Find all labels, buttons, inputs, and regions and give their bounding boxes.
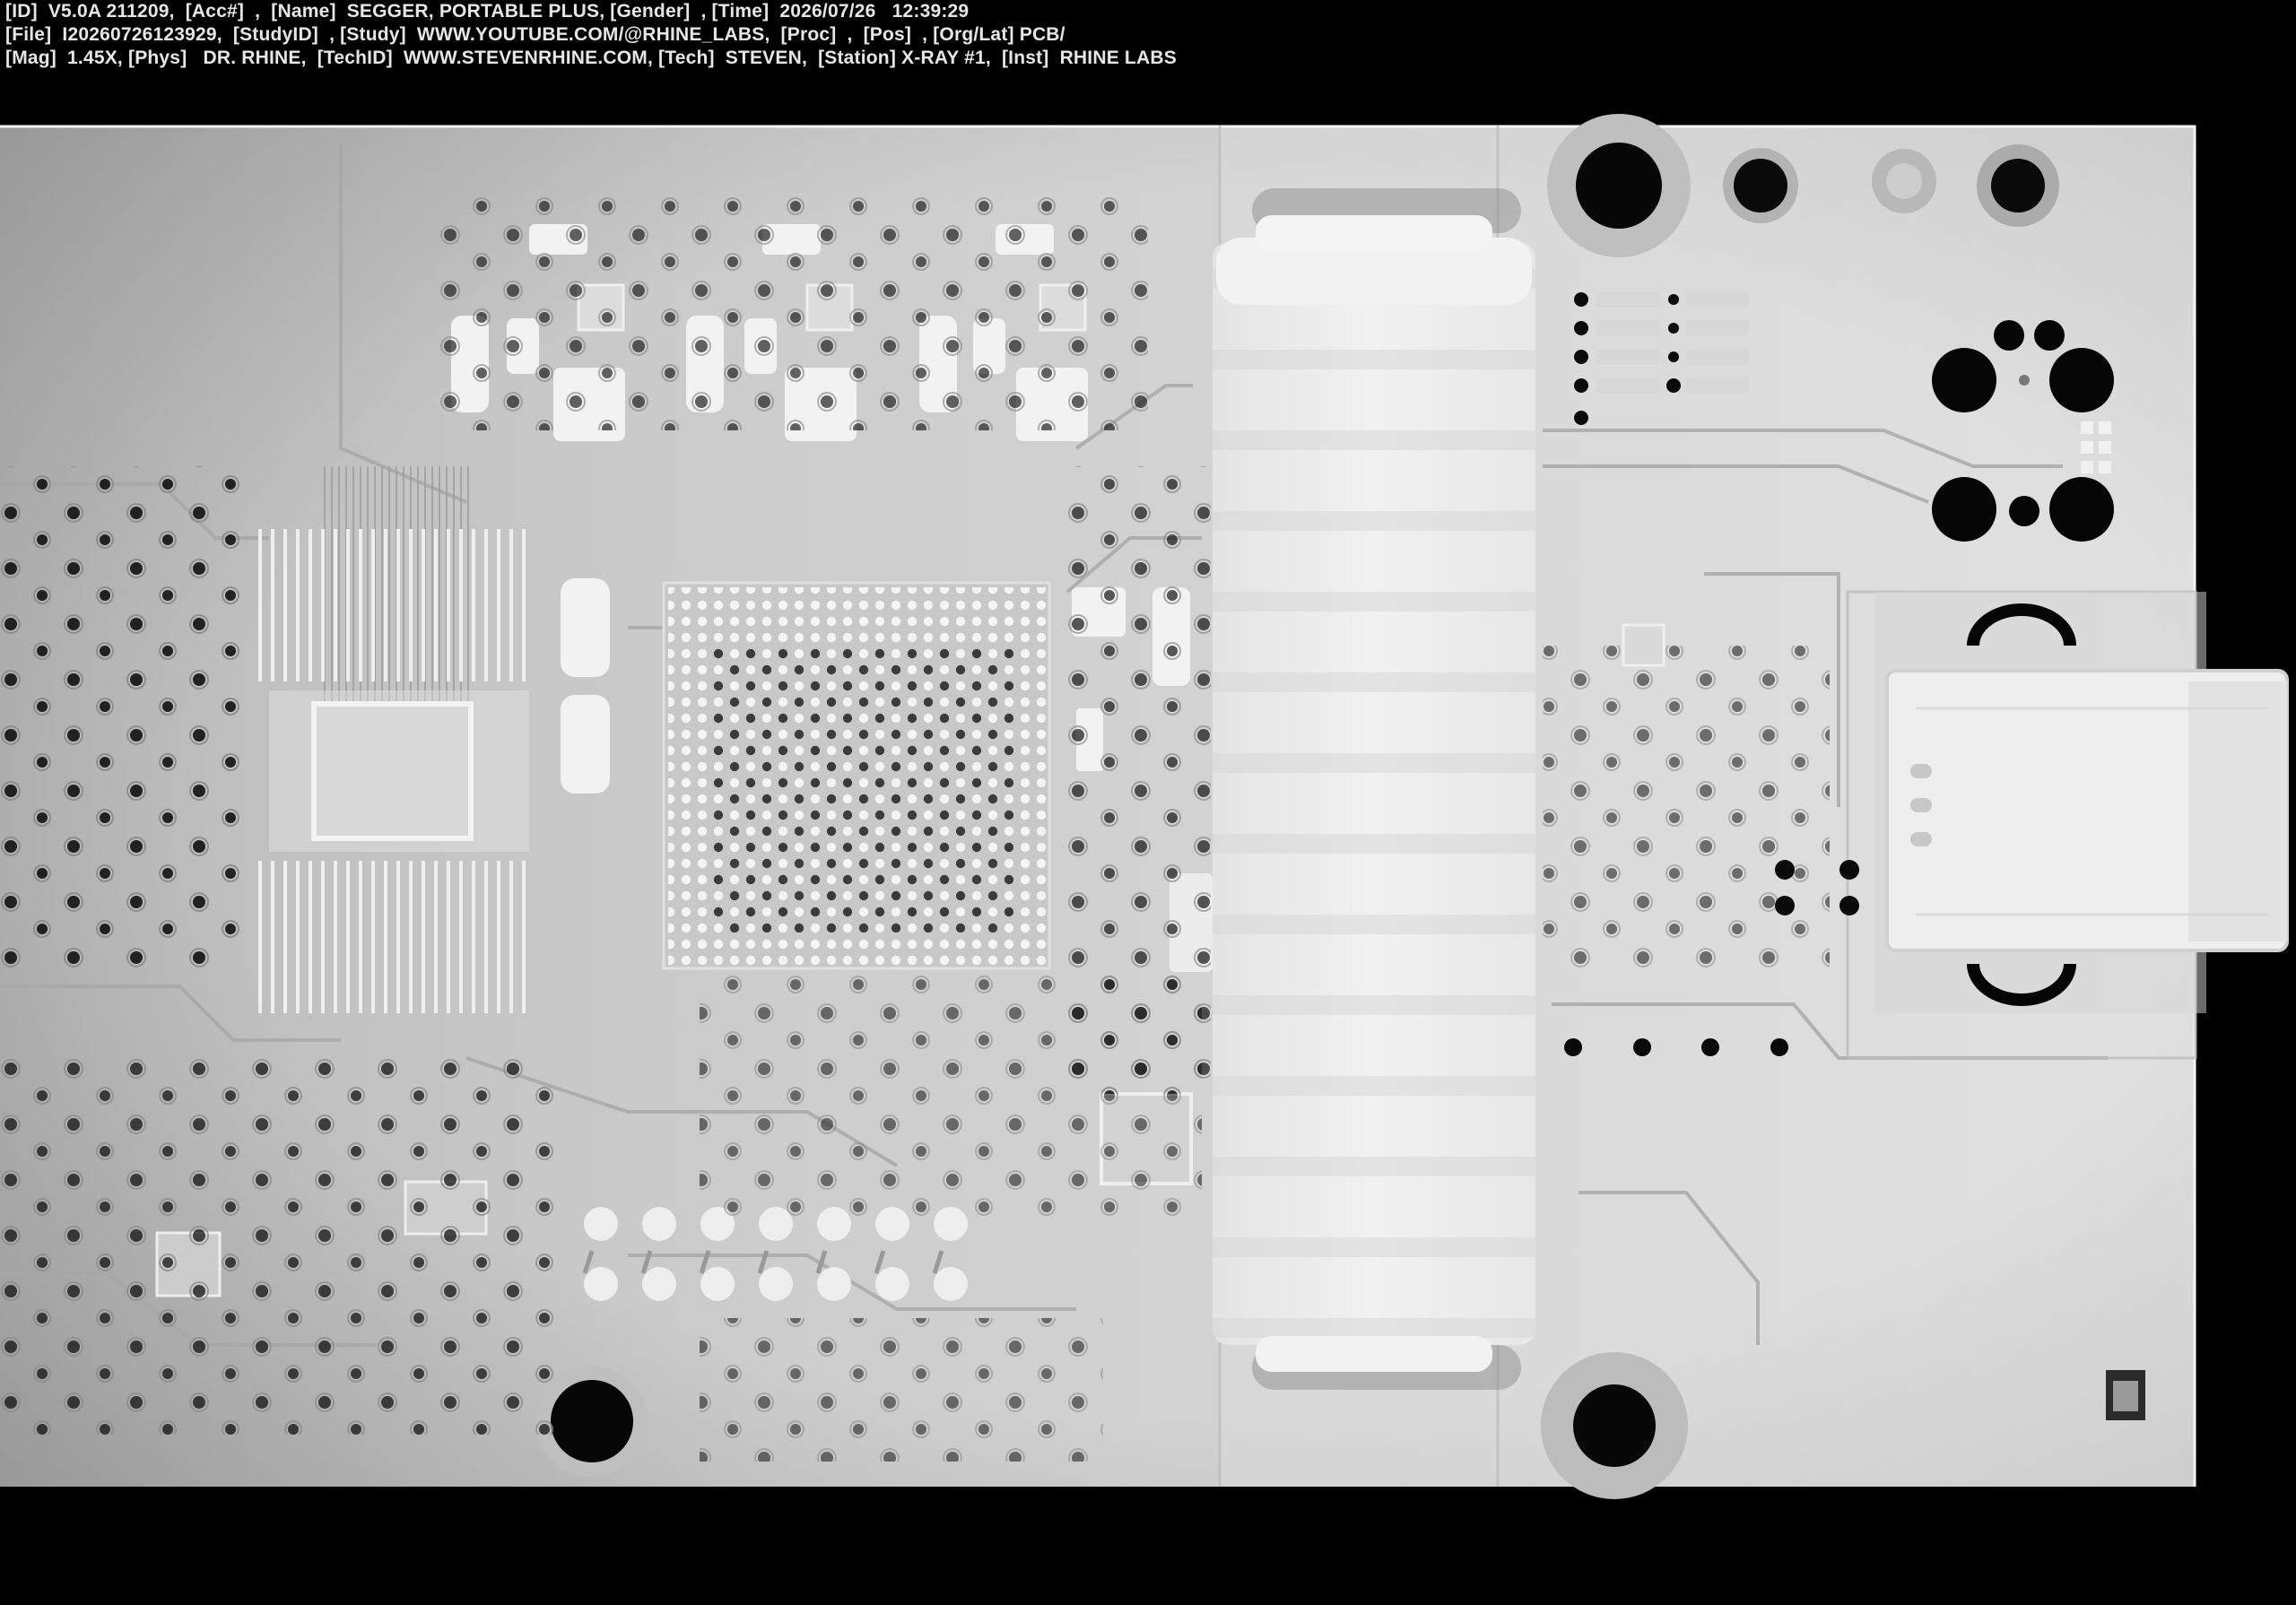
header-line-2: [File] I20260726123929, [StudyID] , [Stu… <box>5 24 1065 45</box>
header-line-3: [Mag] 1.45X, [Phys] DR. RHINE, [TechID] … <box>5 48 1177 68</box>
battery <box>1170 188 1535 1390</box>
bga-chip <box>662 581 1051 970</box>
qfp-chip <box>258 466 529 1013</box>
vias <box>0 197 1859 1462</box>
board-marking <box>2106 1370 2145 1420</box>
usb-connector <box>1874 592 2289 1013</box>
connector-pins <box>1932 320 2114 542</box>
mounting-holes <box>536 114 2059 1499</box>
header-line-1: [ID] V5.0A 211209, [Acc#] , [Name] SEGGE… <box>5 1 970 22</box>
soic-pads <box>1596 291 1749 394</box>
